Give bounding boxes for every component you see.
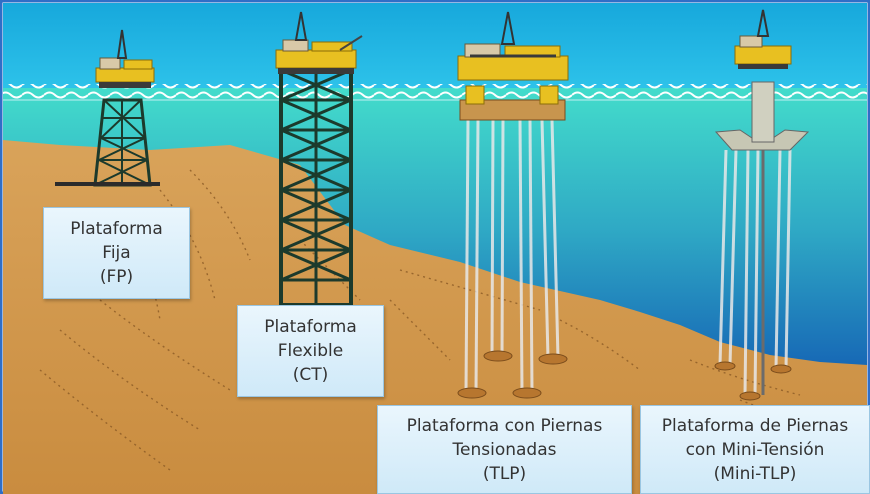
mini-tlp-label-line3: (Mini-TLP) [713,463,797,484]
tension-leg-platform [457,11,569,399]
compliant-tower-label-line3: (CT) [292,365,329,385]
mini-tlp-label-line1: Plataforma de Piernas [661,415,849,436]
fixed-platform [55,29,160,187]
tlp-label-line2: Tensionadas [452,439,557,460]
mini-tlp-label-line2: con Mini-Tensión [685,439,825,460]
fixed-platform-label-line3: (FP) [99,267,134,287]
tlp-label-line3: (TLP) [482,463,527,484]
fixed-platform-label-line2: Fija [102,243,131,263]
fixed-platform-label-line1: Plataforma [70,219,163,239]
compliant-tower-label-line2: Flexible [277,341,344,361]
compliant-tower-label-line1: Plataforma [264,317,357,337]
fixed-platform-label: Plataforma Fija (FP) [43,207,190,299]
wave-band [3,84,867,100]
compliant-tower-label: Plataforma Flexible (CT) [237,305,384,397]
tlp-label: Plataforma con Piernas Tensionadas (TLP) [377,405,632,494]
tlp-label-line1: Plataforma con Piernas [406,415,603,436]
compliant-tower [275,11,363,307]
mini-tension-leg-platform [714,9,810,401]
mini-tlp-label: Plataforma de Piernas con Mini-Tensión (… [640,405,870,494]
